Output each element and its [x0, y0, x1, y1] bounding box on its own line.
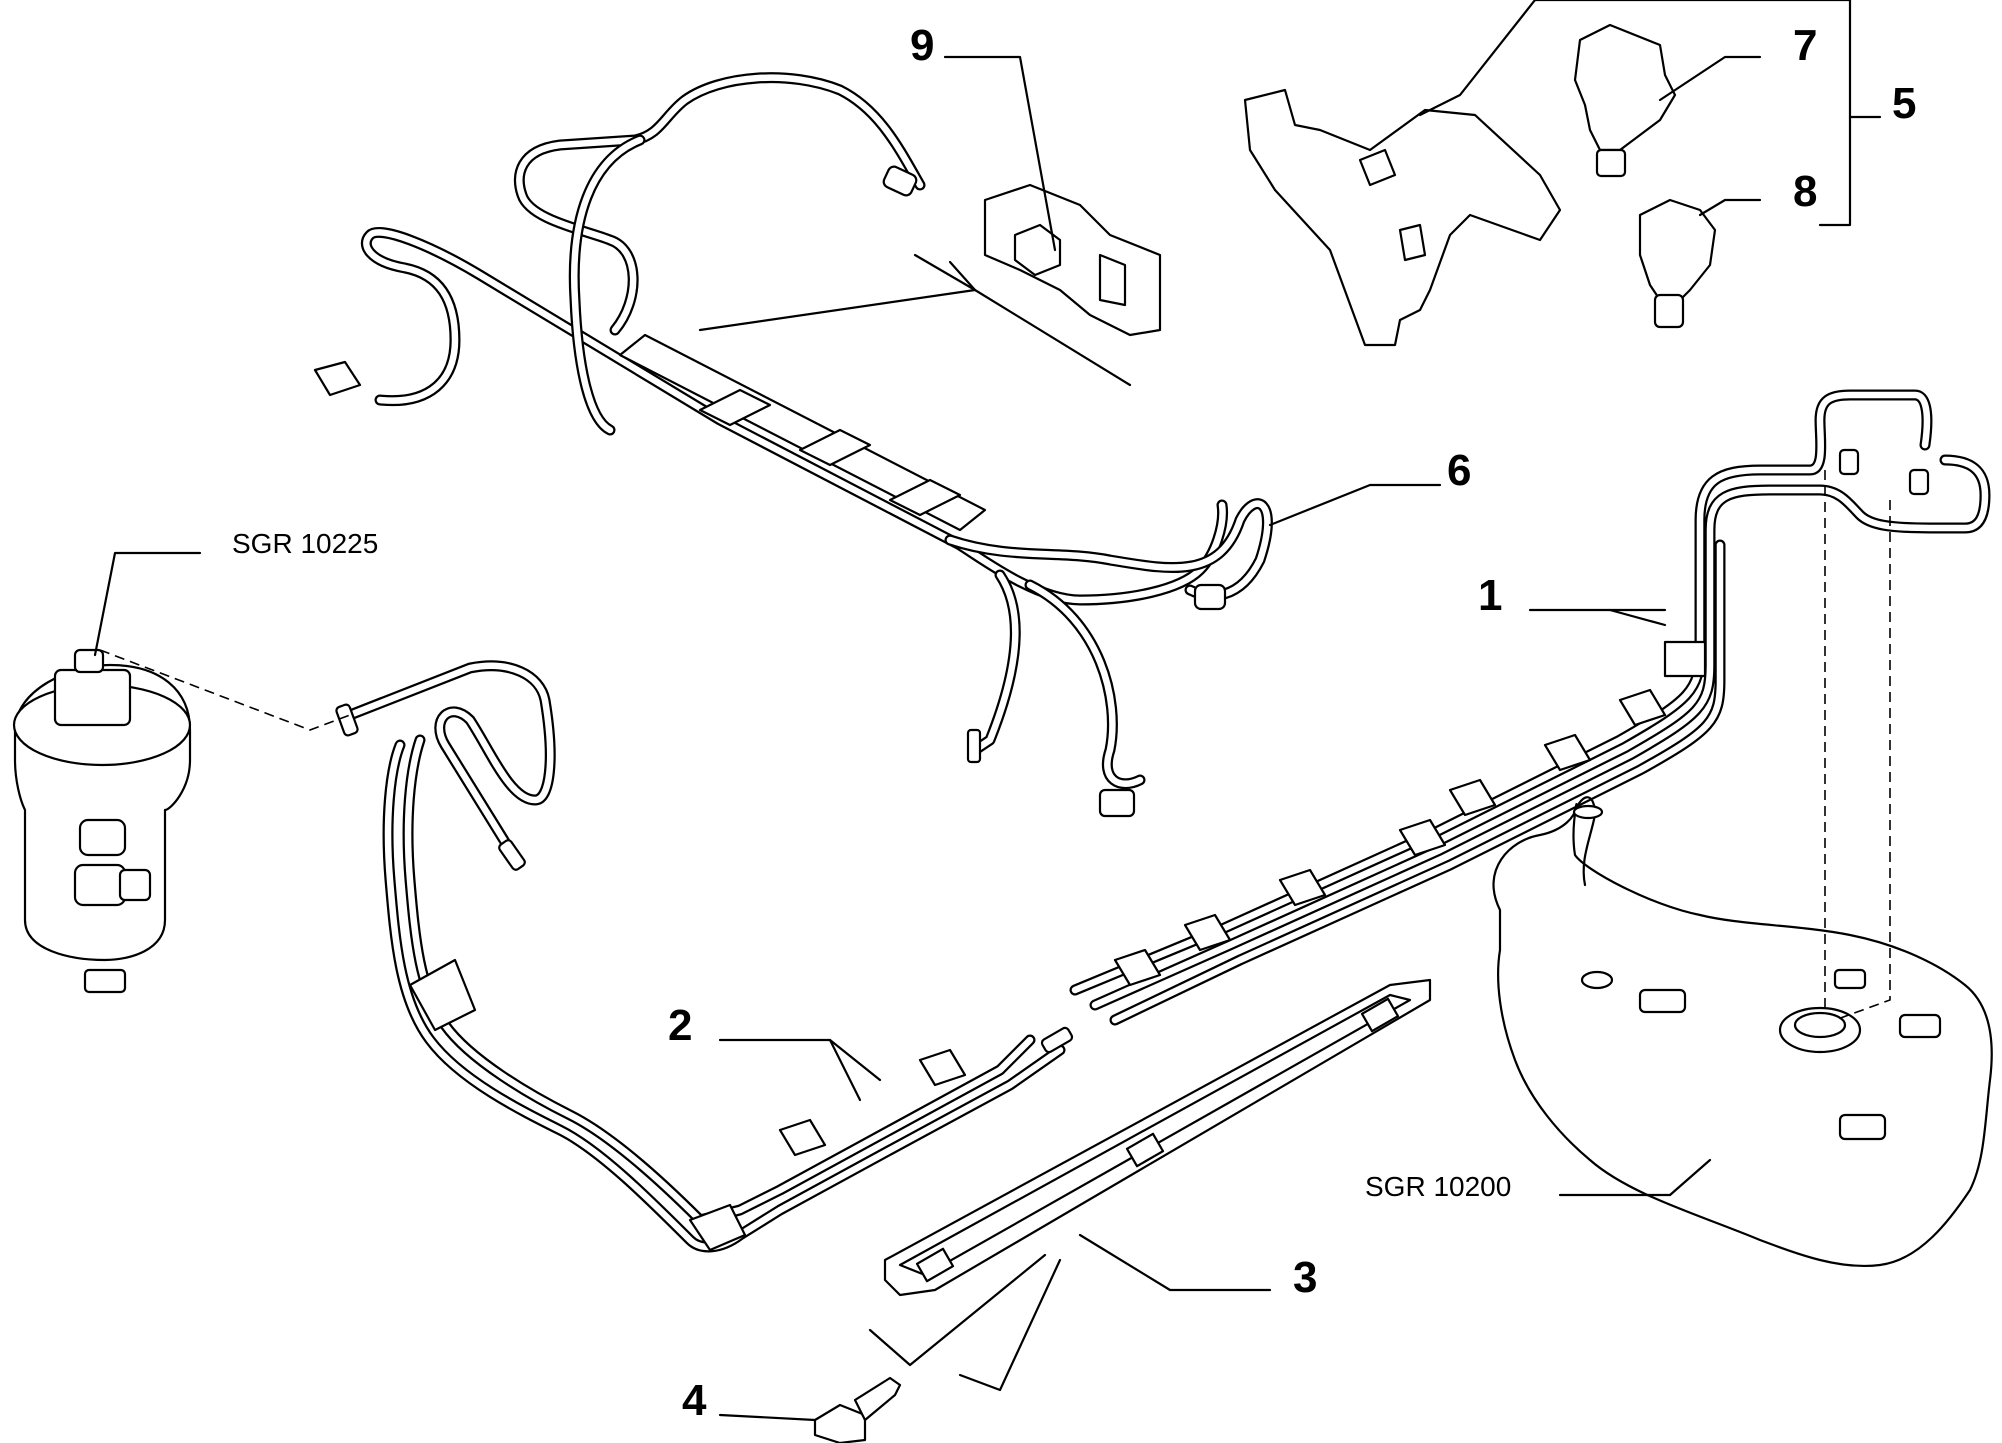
- harness-clip-3: [888, 478, 962, 517]
- tank-pad-4: [1838, 1113, 1887, 1141]
- fuel-line-clip-6: [1543, 733, 1592, 772]
- part-6-upper-pipe-harness: [313, 72, 1273, 818]
- callout-1: 1: [1478, 571, 1502, 620]
- lower-pipe-clip-d: [918, 1048, 967, 1087]
- callout-2: 2: [668, 1001, 692, 1050]
- shield-clip-mid: [1125, 1132, 1165, 1168]
- shield-clip-left: [915, 1247, 955, 1283]
- harness-pipe-end: [966, 728, 982, 764]
- fuel-tank: [1492, 796, 1993, 1268]
- leader-lines: [93, 0, 1882, 1422]
- harness-pipe-left-loop: [360, 226, 1229, 606]
- lower-pipe-end-b: [498, 839, 526, 871]
- fuel-line-clip-8: [1663, 640, 1707, 678]
- part-4-bolt: [813, 1376, 902, 1443]
- callout-7: 7: [1793, 21, 1817, 70]
- fuel-line-clip-5: [1448, 778, 1497, 817]
- callout-3: 3: [1293, 1253, 1317, 1302]
- callout-9: 9: [910, 21, 934, 70]
- harness-pipe-loop-left: [568, 134, 646, 436]
- part-5-valve-bracket: [1243, 88, 1562, 347]
- fuel-filter: [12, 648, 192, 994]
- part-8-valve: [1638, 198, 1717, 329]
- tank-pad-3: [1898, 1013, 1942, 1039]
- harness-connector-top: [882, 165, 918, 197]
- harness-pipe-right-branch: [944, 498, 1273, 601]
- tank-pad-1: [1638, 988, 1687, 1014]
- tank-pad-2: [1833, 968, 1867, 990]
- shield-clip-right: [1360, 997, 1400, 1033]
- part-7-valve: [1573, 23, 1677, 178]
- harness-clip-2: [798, 428, 872, 467]
- ref-fuel-tank: SGR 10200: [1365, 1171, 1511, 1202]
- fuel-line-clip-2: [1183, 913, 1232, 952]
- fuel-line-clip-3: [1278, 868, 1327, 907]
- part-9-pipe-clip: [983, 183, 1162, 337]
- callout-6: 6: [1447, 446, 1471, 495]
- lower-pipe-clip-c: [778, 1118, 827, 1157]
- harness-pipe-lower-branches: [969, 569, 1146, 790]
- fuel-line-end-b: [1908, 468, 1930, 496]
- fuel-line-clip-7: [1618, 688, 1667, 727]
- tank-pump-cap: [1793, 1011, 1847, 1039]
- lower-pipe-clip-b: [688, 1203, 747, 1252]
- part-2-lower-pipes: [335, 660, 1074, 1253]
- harness-clip-1: [698, 388, 772, 427]
- harness-connector-left: [313, 360, 362, 397]
- filter-sensor: [53, 668, 132, 727]
- lower-pipe-end-c: [1040, 1026, 1074, 1054]
- filter-electrical-connector: [83, 968, 127, 994]
- assembly-dashed-lines: [99, 470, 1891, 1021]
- filter-outlet-lower: [73, 863, 127, 907]
- harness-main-clip-strip: [618, 333, 987, 532]
- harness-connector-bottom: [1098, 788, 1136, 818]
- tank-port: [1580, 970, 1614, 990]
- part-3-protection-shield: [883, 978, 1432, 1297]
- lower-pipe-clip-a: [408, 958, 477, 1032]
- callout-5: 5: [1892, 79, 1916, 128]
- ref-fuel-filter: SGR 10225: [232, 528, 378, 559]
- filter-side-fitting: [118, 868, 152, 902]
- callout-8: 8: [1793, 167, 1817, 216]
- filter-outlet-upper: [78, 818, 127, 857]
- filter-top-fitting: [73, 648, 105, 674]
- harness-connector-right: [1193, 583, 1227, 611]
- lower-pipe-end-a: [335, 703, 359, 737]
- tank-filler-neck: [1572, 804, 1604, 820]
- fuel-line-clip-4: [1398, 818, 1447, 857]
- fuel-line-end-a: [1838, 448, 1860, 476]
- part-1-fuel-lines: [1069, 389, 1991, 1026]
- callout-4: 4: [682, 1376, 707, 1425]
- fuel-line-clip-1: [1113, 948, 1162, 987]
- callout-labels: 9 7 5 8 6 1 2 3 4 SGR 10225 SGR 10200: [232, 21, 1916, 1425]
